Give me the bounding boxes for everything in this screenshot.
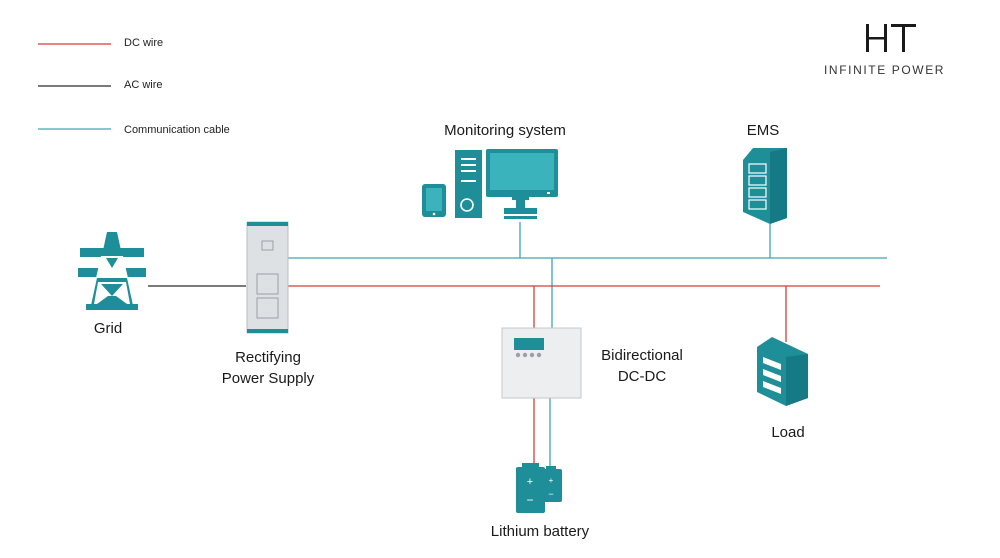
label-rectifier: Rectifying Power Supply: [200, 347, 336, 389]
label-dcdc-line1: Bidirectional: [601, 347, 683, 364]
label-load: Load: [758, 422, 818, 443]
svg-text:+: +: [527, 476, 533, 488]
converter-icon: [501, 327, 582, 399]
label-grid-text: Grid: [93, 320, 123, 337]
computer-icon: [422, 149, 558, 219]
label-lithium-battery: Lithium battery: [465, 521, 615, 542]
label-monitoring-system: Monitoring system: [420, 120, 590, 141]
legend-label-ac-wire: AC wire: [124, 79, 163, 91]
label-load-text: Load: [771, 424, 805, 441]
cabinet-icon: [246, 221, 289, 334]
label-monitoring-text: Monitoring system: [444, 122, 566, 139]
label-rectifier-line2: Power Supply: [221, 370, 315, 387]
label-dcdc: Bidirectional DC-DC: [588, 345, 696, 387]
brand-name: INFINITE POWER: [824, 63, 946, 77]
svg-text:+: +: [549, 476, 554, 485]
label-ems: EMS: [733, 120, 793, 141]
label-grid: Grid: [78, 318, 138, 339]
svg-text:−: −: [526, 493, 533, 507]
label-battery-text: Lithium battery: [490, 523, 590, 540]
label-ems-text: EMS: [746, 122, 780, 139]
server-stack-icon: [757, 337, 808, 406]
battery-icon: + − + −: [516, 463, 562, 513]
brand-logo: [866, 24, 916, 52]
legend-label-communication-cable: Communication cable: [124, 124, 230, 136]
label-dcdc-line2: DC-DC: [617, 368, 667, 385]
legend-label-dc-wire: DC wire: [124, 37, 164, 49]
transmission-tower-icon: [78, 232, 146, 310]
server-rack-icon: [743, 148, 787, 224]
label-rectifier-line1: Rectifying: [235, 349, 301, 366]
svg-text:−: −: [548, 489, 553, 499]
